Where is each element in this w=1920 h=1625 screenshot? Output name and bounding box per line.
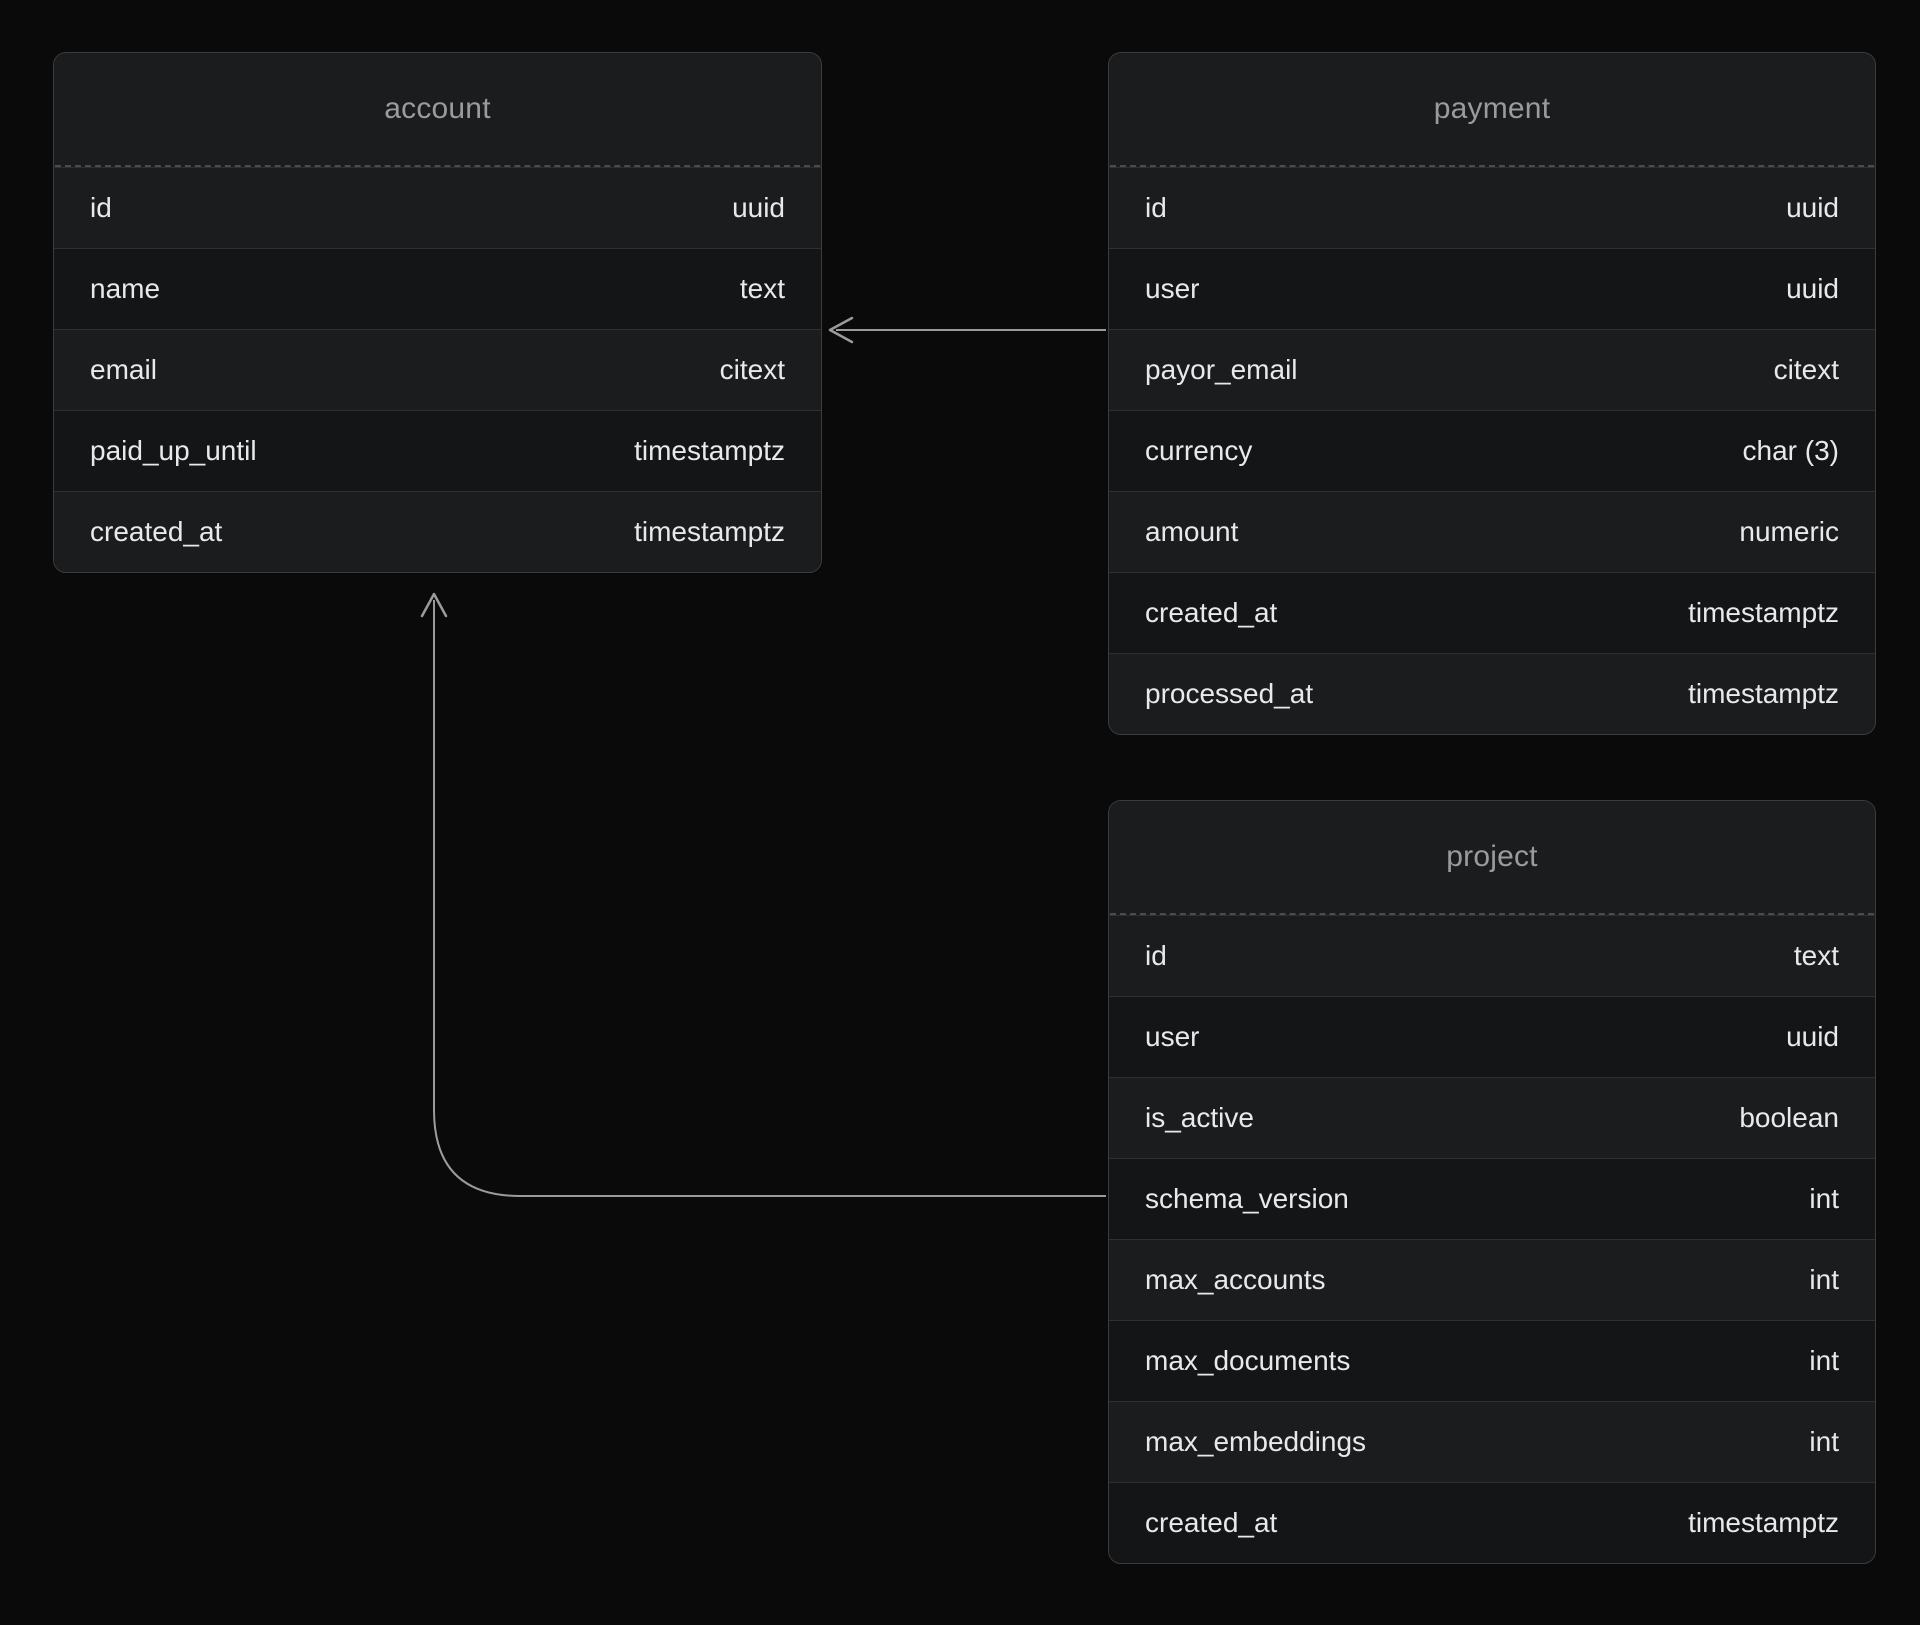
field-type: char (3) — [1742, 435, 1839, 466]
field-name: max_accounts — [1145, 1264, 1326, 1295]
field-name: id — [1145, 192, 1167, 223]
table-card-project[interactable]: project id text user uuid is_active bool… — [1108, 800, 1876, 1564]
connector-payment-to-account — [828, 316, 1106, 344]
field-name: created_at — [1145, 597, 1278, 628]
field-type: citext — [719, 354, 785, 385]
table-row[interactable]: is_active boolean — [1109, 1077, 1875, 1158]
table-row[interactable]: email citext — [54, 329, 821, 410]
field-type: int — [1809, 1183, 1839, 1214]
table-row[interactable]: processed_at timestamptz — [1109, 653, 1875, 734]
field-name: amount — [1145, 516, 1239, 547]
field-type: timestamptz — [634, 435, 785, 466]
field-type: boolean — [1739, 1102, 1839, 1133]
table-card-payment[interactable]: payment id uuid user uuid payor_email ci… — [1108, 52, 1876, 735]
table-row[interactable]: max_embeddings int — [1109, 1401, 1875, 1482]
table-header-divider — [1110, 913, 1874, 915]
field-type: timestamptz — [1688, 597, 1839, 628]
field-type: timestamptz — [634, 516, 785, 547]
connector-project-to-account — [420, 592, 1106, 1197]
field-type: uuid — [1786, 192, 1839, 223]
field-name: processed_at — [1145, 678, 1314, 709]
field-type: timestamptz — [1688, 1507, 1839, 1538]
field-type: text — [739, 273, 785, 304]
field-type: timestamptz — [1688, 678, 1839, 709]
field-name: currency — [1145, 435, 1253, 466]
field-name: user — [1145, 1021, 1200, 1052]
table-row[interactable]: amount numeric — [1109, 491, 1875, 572]
field-name: name — [90, 273, 161, 304]
table-row[interactable]: created_at timestamptz — [54, 491, 821, 572]
table-row[interactable]: id text — [1109, 915, 1875, 996]
field-type: int — [1809, 1426, 1839, 1457]
table-row[interactable]: payor_email citext — [1109, 329, 1875, 410]
table-row[interactable]: name text — [54, 248, 821, 329]
field-name: id — [90, 192, 112, 223]
field-name: max_embeddings — [1145, 1426, 1367, 1457]
field-type: text — [1793, 940, 1839, 971]
table-row[interactable]: user uuid — [1109, 248, 1875, 329]
field-type: int — [1809, 1345, 1839, 1376]
field-name: payor_email — [1145, 354, 1298, 385]
table-row[interactable]: currency char (3) — [1109, 410, 1875, 491]
table-row[interactable]: id uuid — [54, 167, 821, 248]
table-row[interactable]: paid_up_until timestamptz — [54, 410, 821, 491]
table-title-account: account — [54, 53, 821, 165]
table-header-divider — [1110, 165, 1874, 167]
table-row[interactable]: created_at timestamptz — [1109, 572, 1875, 653]
table-row[interactable]: user uuid — [1109, 996, 1875, 1077]
field-name: created_at — [90, 516, 223, 547]
table-title-payment: payment — [1109, 53, 1875, 165]
field-name: max_documents — [1145, 1345, 1351, 1376]
field-name: created_at — [1145, 1507, 1278, 1538]
table-title-project: project — [1109, 801, 1875, 913]
field-type: uuid — [1786, 1021, 1839, 1052]
table-row[interactable]: schema_version int — [1109, 1158, 1875, 1239]
field-type: uuid — [732, 192, 785, 223]
field-name: schema_version — [1145, 1183, 1349, 1214]
table-row[interactable]: max_accounts int — [1109, 1239, 1875, 1320]
field-name: paid_up_until — [90, 435, 257, 466]
field-type: numeric — [1739, 516, 1839, 547]
field-type: citext — [1773, 354, 1839, 385]
table-row[interactable]: max_documents int — [1109, 1320, 1875, 1401]
field-name: email — [90, 354, 157, 385]
field-type: int — [1809, 1264, 1839, 1295]
table-row[interactable]: created_at timestamptz — [1109, 1482, 1875, 1563]
field-name: id — [1145, 940, 1167, 971]
field-type: uuid — [1786, 273, 1839, 304]
table-header-divider — [55, 165, 820, 167]
field-name: is_active — [1145, 1102, 1254, 1133]
table-card-account[interactable]: account id uuid name text email citext p… — [53, 52, 822, 573]
table-row[interactable]: id uuid — [1109, 167, 1875, 248]
field-name: user — [1145, 273, 1200, 304]
